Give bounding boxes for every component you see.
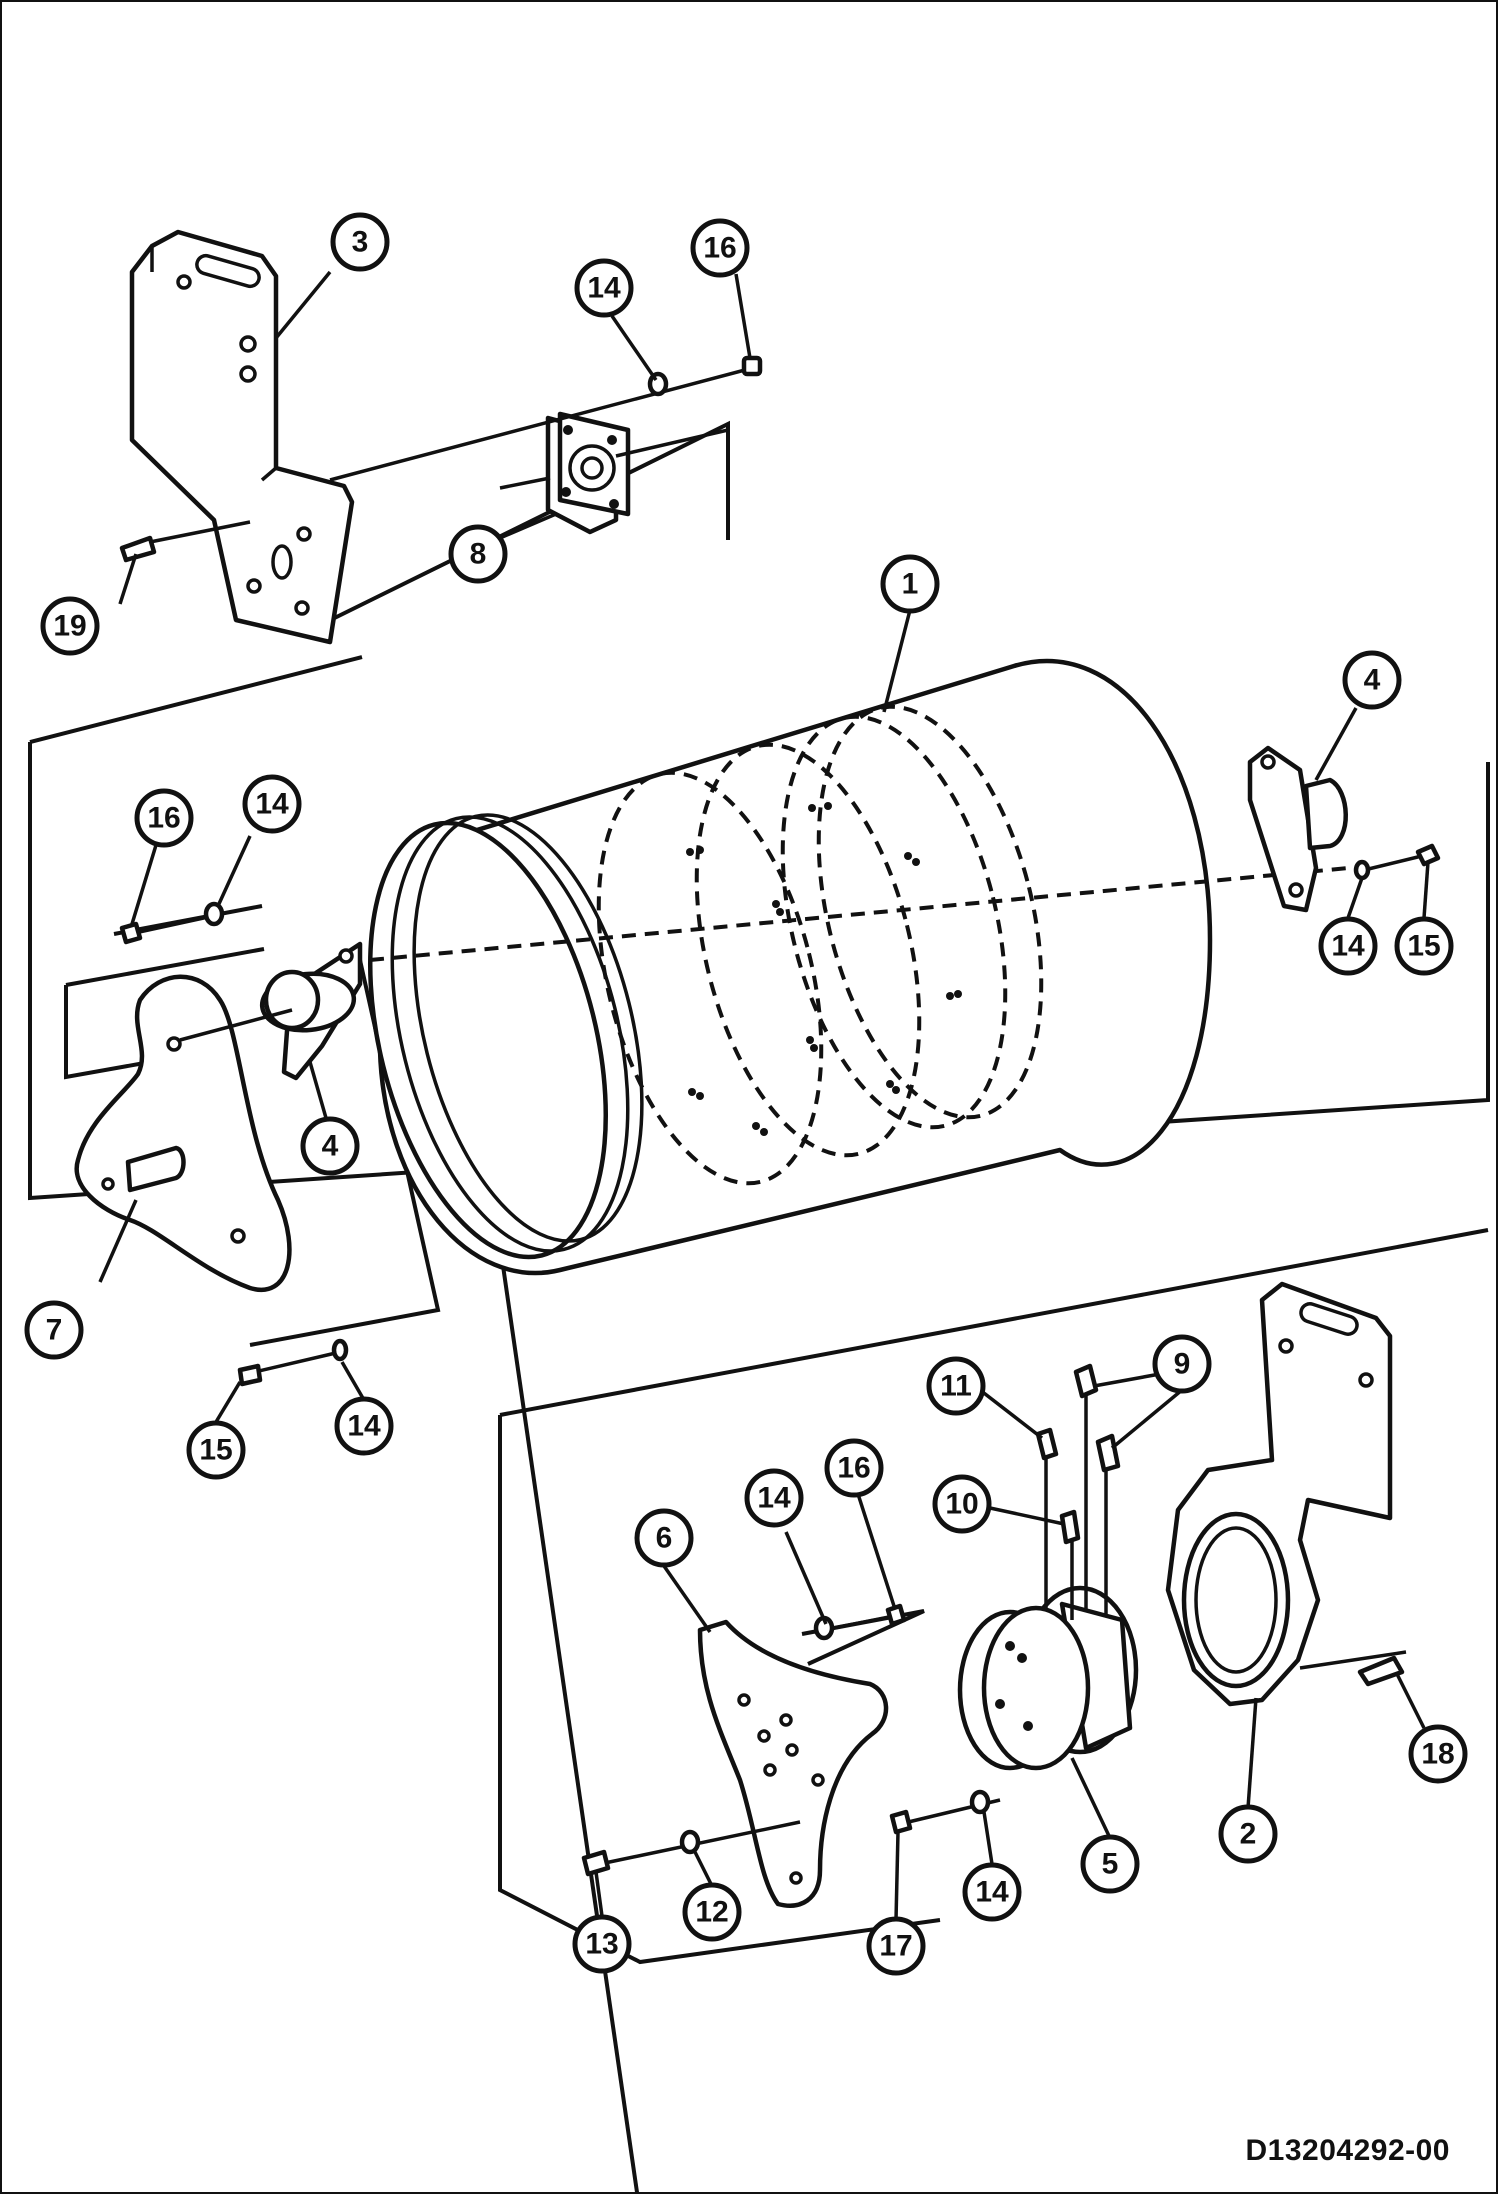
left-bushing (259, 941, 363, 1081)
svg-text:6: 6 (656, 1522, 673, 1555)
svg-text:11: 11 (940, 1370, 972, 1403)
svg-text:8: 8 (470, 538, 487, 571)
svg-text:14: 14 (587, 272, 621, 305)
svg-text:19: 19 (53, 610, 86, 643)
callout-3: 3 (330, 212, 390, 272)
callout-15-right: 15 (1394, 916, 1454, 976)
callout-14-left: 14 (242, 774, 302, 834)
callout-16-top: 16 (690, 218, 750, 278)
left-fasteners (119, 901, 349, 1387)
mounting-flange (499, 411, 631, 535)
svg-text:1: 1 (902, 568, 919, 601)
left-end-plate (74, 974, 293, 1292)
lower-fasteners (581, 1603, 1001, 1877)
svg-text:4: 4 (1364, 664, 1381, 697)
svg-text:14: 14 (975, 1876, 1009, 1909)
callout-19: 19 (40, 596, 100, 656)
svg-text:5: 5 (1102, 1848, 1119, 1881)
svg-text:13: 13 (585, 1928, 618, 1961)
callout-4-left: 4 (300, 1116, 360, 1176)
svg-text:12: 12 (695, 1896, 728, 1929)
callout-2: 2 (1218, 1804, 1278, 1864)
svg-text:9: 9 (1174, 1348, 1191, 1381)
drawing-number: D13204292-00 (1245, 2134, 1450, 2167)
callout-14-bottom-mid: 14 (744, 1468, 804, 1528)
svg-text:16: 16 (837, 1452, 870, 1485)
svg-text:14: 14 (255, 788, 289, 821)
callout-17: 17 (866, 1916, 926, 1976)
svg-text:10: 10 (945, 1488, 978, 1521)
callout-18: 18 (1408, 1724, 1468, 1784)
svg-text:18: 18 (1421, 1738, 1454, 1771)
callout-10: 10 (932, 1474, 992, 1534)
right-bushing (1247, 745, 1441, 913)
callout-16-bottom: 16 (824, 1438, 884, 1498)
svg-text:17: 17 (879, 1930, 912, 1963)
upper-fasteners (119, 355, 763, 563)
upper-bracket (129, 229, 355, 645)
callout-15-left: 15 (186, 1420, 246, 1480)
callout-1: 1 (880, 554, 940, 614)
callout-14-top: 14 (574, 258, 634, 318)
svg-text:14: 14 (347, 1410, 381, 1443)
svg-text:15: 15 (1407, 930, 1440, 963)
callout-5: 5 (1080, 1834, 1140, 1894)
callout-leaders (98, 270, 1430, 1921)
callout-14-right: 14 (1318, 916, 1378, 976)
callout-12: 12 (682, 1882, 742, 1942)
callout-14-bottom-left: 14 (334, 1396, 394, 1456)
callout-6: 6 (634, 1508, 694, 1568)
svg-text:7: 7 (46, 1314, 63, 1347)
drive-motor (957, 1376, 1139, 1771)
svg-text:15: 15 (199, 1434, 232, 1467)
svg-text:3: 3 (352, 226, 369, 259)
drum-cylinder (367, 658, 1371, 1276)
callout-4-right: 4 (1342, 650, 1402, 710)
svg-text:16: 16 (147, 802, 180, 835)
callout-8: 8 (448, 524, 508, 584)
svg-text:2: 2 (1240, 1818, 1257, 1851)
svg-text:4: 4 (322, 1130, 339, 1163)
lower-bracket (1165, 1281, 1407, 1707)
callout-13: 13 (572, 1914, 632, 1974)
callout-9: 9 (1152, 1334, 1212, 1394)
svg-text:14: 14 (1331, 930, 1365, 963)
callout-11: 11 (926, 1356, 986, 1416)
lower-end-plate (697, 1619, 889, 1908)
callout-16-left: 16 (134, 788, 194, 848)
callout-7: 7 (24, 1300, 84, 1360)
svg-text:16: 16 (703, 232, 736, 265)
svg-text:14: 14 (757, 1482, 791, 1515)
callout-14-bottom-right: 14 (962, 1862, 1022, 1922)
